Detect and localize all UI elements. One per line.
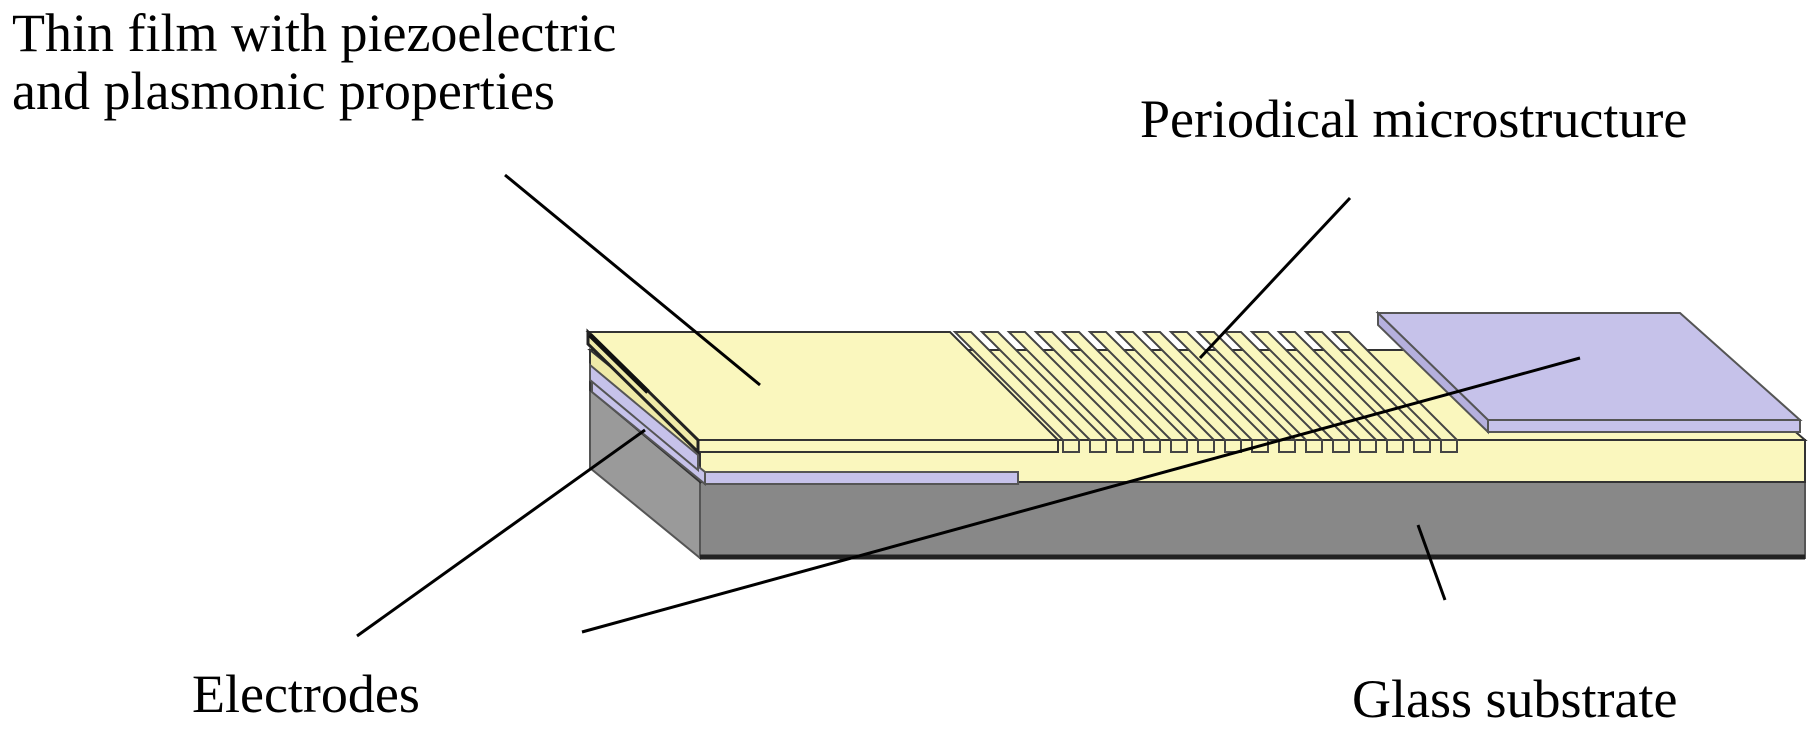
grating-ridge bbox=[1276, 331, 1406, 453]
upper-electrode-edge bbox=[589, 362, 699, 473]
grating-ridge-front-face bbox=[1440, 439, 1458, 453]
grating-ridge-front-face bbox=[1116, 439, 1134, 453]
grating-ridge bbox=[1033, 331, 1163, 453]
grating-ridge bbox=[1141, 331, 1271, 453]
grating-ridge bbox=[1330, 331, 1460, 453]
grating-ridge bbox=[1249, 331, 1379, 453]
grating-ridge-front-face bbox=[1062, 439, 1080, 453]
grating-ridge bbox=[1060, 331, 1190, 453]
grating-ridge-front-face bbox=[1359, 439, 1377, 453]
right-electrode-front-face bbox=[1487, 419, 1801, 433]
grating-ridge bbox=[979, 331, 1109, 453]
thin-film-dark-edge bbox=[588, 333, 650, 394]
thin-film-label-line2: and plasmonic properties bbox=[12, 61, 555, 121]
leader-lines bbox=[356, 173, 1581, 638]
periodical-microstructure-label: Periodical microstructure bbox=[1140, 89, 1688, 149]
grating-ridge-front-face bbox=[1413, 439, 1431, 453]
grating-ridge bbox=[952, 331, 1082, 453]
grating-ridge bbox=[1168, 331, 1298, 453]
glass-substrate-front-face bbox=[699, 479, 1806, 559]
grating-ridge bbox=[1006, 331, 1136, 453]
leader-line-glass-substrate bbox=[1416, 524, 1447, 601]
glass-substrate-label: Glass substrate bbox=[1352, 669, 1678, 729]
thin-film-upper-front-face bbox=[697, 439, 1059, 453]
grating-ridge-front-face bbox=[1089, 439, 1107, 453]
grating-ridge-front-face bbox=[1386, 439, 1404, 453]
leader-line-electrodes-right bbox=[581, 356, 1581, 634]
thin-film-label: Thin film with piezoelectric and plasmon… bbox=[12, 4, 616, 120]
periodical-microstructure bbox=[952, 331, 1460, 453]
grating-ridge-front-face bbox=[1305, 439, 1323, 453]
leader-line-electrodes-left bbox=[356, 428, 646, 638]
thin-film-upper-slab bbox=[585, 328, 1061, 456]
electrodes-label: Electrodes bbox=[192, 664, 420, 724]
upper-electrode-side-face bbox=[589, 362, 699, 473]
grating-ridge-front-face bbox=[1197, 439, 1215, 453]
leader-line-periodical-microstructure bbox=[1198, 196, 1352, 360]
right-electrode-pad bbox=[1375, 310, 1803, 435]
right-electrode-side-face bbox=[1377, 310, 1489, 435]
grating-ridge-front-face bbox=[1278, 439, 1296, 453]
grating-ridge-front-face bbox=[1170, 439, 1188, 453]
grating-ridge bbox=[1195, 331, 1325, 453]
grating-ridge bbox=[1222, 331, 1352, 453]
thin-film-label-line1: Thin film with piezoelectric bbox=[12, 3, 617, 63]
grating-ridge bbox=[1087, 331, 1217, 453]
glass-substrate bbox=[589, 387, 1806, 561]
grating-ridge-front-face bbox=[1143, 439, 1161, 453]
grating-ridge bbox=[1303, 331, 1433, 453]
grating-ridge-front-face bbox=[1332, 439, 1350, 453]
bottom-electrode-front-face bbox=[704, 471, 1019, 485]
leader-line-thin-film bbox=[504, 173, 761, 387]
